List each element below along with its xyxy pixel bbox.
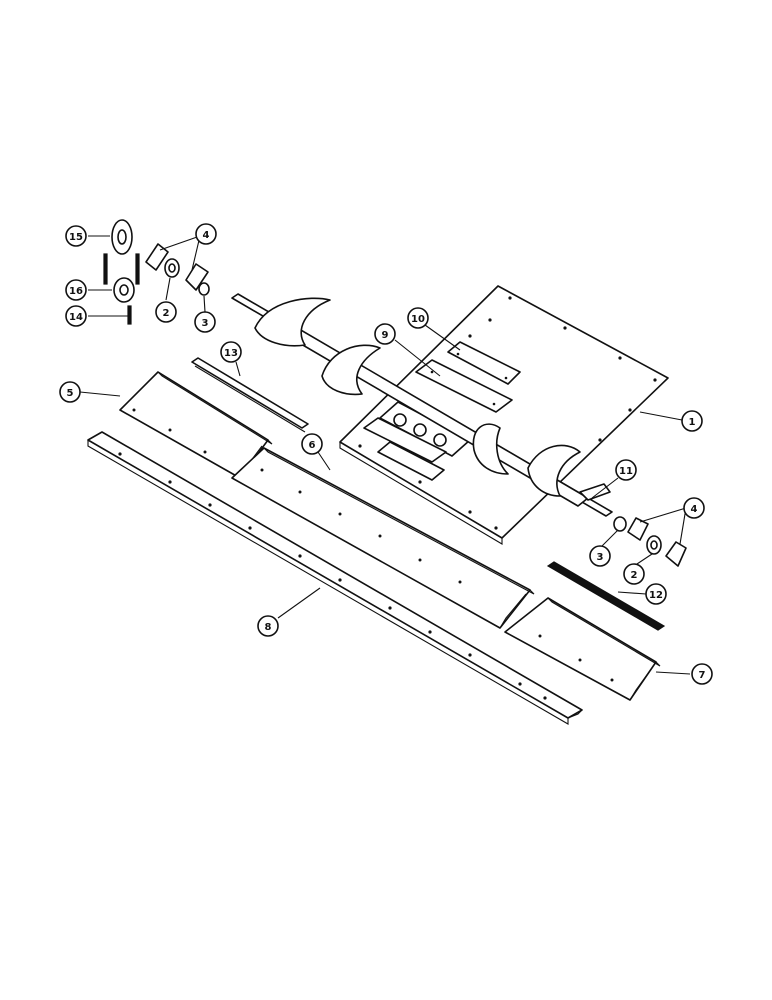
callout-11: 11 [615,459,637,481]
part-2-bearing-right [646,535,662,555]
part-7-angle-panel [504,597,661,701]
callout-label: 6 [309,440,316,451]
callout-label: 12 [649,590,663,601]
callout-label: 3 [202,318,209,329]
callout-label: 4 [691,504,698,515]
part-2-bearing-left [164,258,180,278]
callout-5: 5 [59,381,81,403]
callout-4-right: 4 [683,497,705,519]
callout-16: 14 [65,305,87,327]
callout-14: 15 [65,225,87,247]
callout-2-right: 2 [623,563,645,585]
auger-shaft [231,293,613,517]
callout-label: 13 [224,348,238,359]
part-10-plate [447,341,521,385]
callout-4-left: 4 [195,223,217,245]
callout-13: 13 [220,341,242,363]
callout-10: 10 [407,307,429,329]
part-5-angle-panel [119,371,273,479]
callout-3-left: 3 [194,311,216,333]
part-12-strip [546,561,666,631]
part-16-pin [127,305,132,325]
callout-label: 16 [69,286,83,297]
springs-left [103,253,140,285]
callout-9: 9 [374,323,396,345]
callout-label: 2 [163,308,170,319]
part-13-strip [191,357,309,433]
callout-label: 1 [689,417,696,428]
callout-label: 10 [411,314,425,325]
callout-15: 16 [65,279,87,301]
callout-label: 2 [631,570,638,581]
part-8-trough-strip [87,431,583,725]
callout-label: 5 [67,388,74,399]
callout-label: 3 [597,552,604,563]
part-3-collar-left [198,282,210,296]
part-3-collar-right [613,516,627,532]
leader-lines [79,235,691,675]
callout-12: 12 [645,583,667,605]
callout-1: 1 [681,410,703,432]
part-6-angle-panel [231,447,535,629]
callout-label: 14 [69,312,83,323]
part-14-sprocket [111,219,133,255]
callout-2-left: 2 [155,301,177,323]
part-4-bearing-left [145,243,209,291]
callout-label: 9 [382,330,389,341]
part-4-bearing-right [627,517,687,567]
callout-label: 11 [619,466,633,477]
part-9-plate [415,359,513,413]
callout-label: 8 [265,622,272,633]
part-15-hub [113,277,135,303]
bearing-plates-center [363,401,471,481]
callout-7: 7 [691,663,713,685]
callout-8: 8 [257,615,279,637]
callout-label: 7 [699,670,706,681]
callout-label: 15 [69,232,83,243]
callout-6: 6 [301,433,323,455]
callout-3-right: 3 [589,545,611,567]
callout-label: 4 [203,230,210,241]
